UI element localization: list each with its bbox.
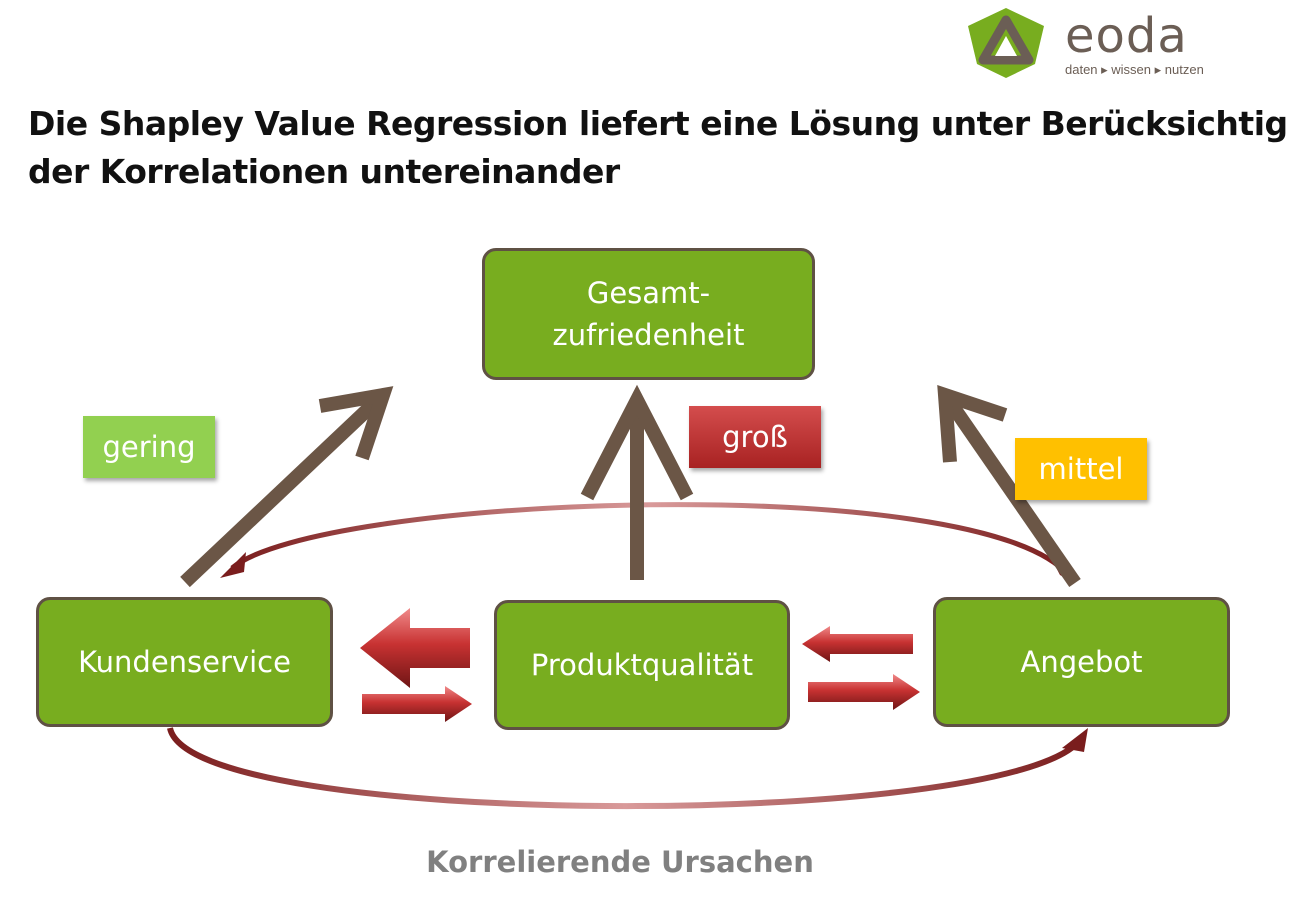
logo-tagline: daten ▸ wissen ▸ nutzen xyxy=(1065,62,1204,77)
node-angebot: Angebot xyxy=(933,597,1230,727)
effect-arrows xyxy=(180,384,1081,588)
effect-tag-gering-label: gering xyxy=(102,430,196,464)
node-kundenservice-label: Kundenservice xyxy=(78,645,291,679)
effect-tag-mittel: mittel xyxy=(1015,438,1147,500)
effect-tag-gross: groß xyxy=(689,406,821,468)
slide-title: Die Shapley Value Regression liefert ein… xyxy=(28,104,1288,191)
node-kundenservice: Kundenservice xyxy=(36,597,333,727)
arrow-kundenservice-head xyxy=(318,386,394,461)
lower-arc-head xyxy=(1062,728,1088,752)
small-arrow-right-2 xyxy=(808,674,920,710)
node-produktqualitaet-label: Produktqualität xyxy=(530,648,754,682)
node-gesamtzufriedenheit-label: Gesamt- zufriedenheit xyxy=(552,276,745,352)
node-produktqualitaet: Produktqualität xyxy=(494,600,790,730)
arrow-kundenservice xyxy=(180,389,388,588)
eoda-logo: eoda daten ▸ wissen ▸ nutzen xyxy=(965,6,1245,80)
effect-tag-mittel-label: mittel xyxy=(1038,452,1124,486)
arrow-angebot-head xyxy=(937,385,1008,463)
upper-arc-head-left xyxy=(220,552,246,578)
effect-tag-gering: gering xyxy=(83,416,215,478)
node-gesamtzufriedenheit: Gesamt- zufriedenheit xyxy=(482,248,815,380)
lower-correlation-arc xyxy=(167,727,1083,810)
small-arrow-right-1 xyxy=(362,686,472,722)
arrow-produktqualitaet-head xyxy=(580,384,694,501)
logo-wordmark: eoda xyxy=(1065,8,1188,64)
effect-tag-gross-label: groß xyxy=(722,420,788,454)
big-arrow-left xyxy=(360,608,470,688)
small-arrow-left-2 xyxy=(802,626,913,662)
eoda-logo-icon xyxy=(968,8,1044,78)
node-angebot-label: Angebot xyxy=(1020,645,1143,679)
caption-korrelierende-ursachen: Korrelierende Ursachen xyxy=(426,845,814,879)
upper-correlation-arc xyxy=(230,502,1070,577)
arrow-angebot xyxy=(939,391,1081,587)
